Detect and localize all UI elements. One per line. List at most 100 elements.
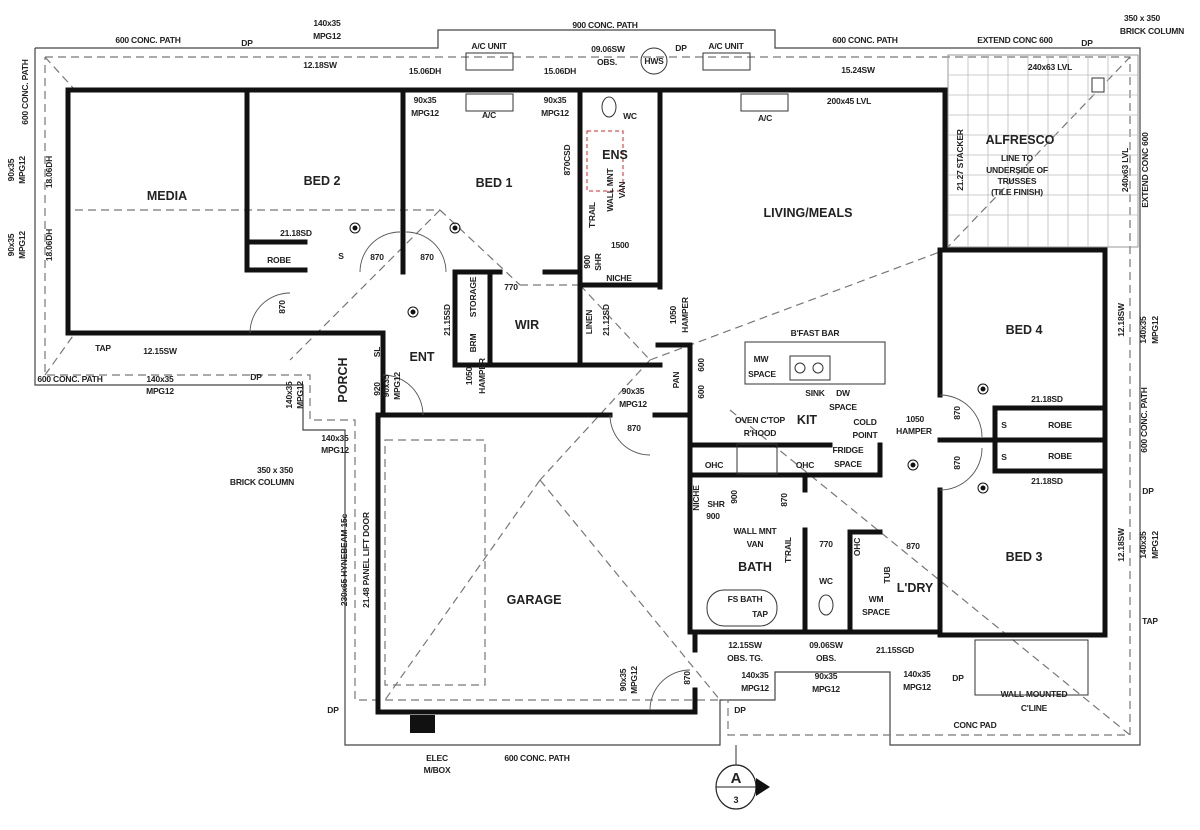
room-ens: ENS [602,148,628,162]
room-ent: ENT [410,350,435,364]
meter-box-icon [410,715,435,733]
note: EXTEND CONC 600 [1140,132,1150,208]
note: VAN [747,539,764,549]
note: OHC [705,460,723,470]
note: 870 [420,252,434,262]
note: WALL MNT [733,526,777,536]
note: ROBE [1048,451,1072,461]
room-living-meals: LIVING/MEALS [764,206,853,220]
note: 90x35 [815,671,838,681]
note: T'RAIL [587,202,597,228]
note: VAN [617,182,627,199]
note: 140x35 [1138,531,1148,559]
note: OBS. TG. [727,653,763,663]
note: HAMPER [680,297,690,333]
note: 140x35 [313,18,341,28]
walls [65,87,1108,715]
note: MPG12 [1150,531,1160,559]
note: 21.27 STACKER [955,129,965,191]
note: MPG12 [146,386,174,396]
note: 900 CONC. PATH [572,20,637,30]
note: DP [250,372,262,382]
note: DP [675,43,687,53]
room-porch: PORCH [336,357,350,402]
note: 1050 [668,305,678,324]
note: WC [819,576,833,586]
note: 15.06DH [409,66,441,76]
note: PAN [671,372,681,389]
note: MPG12 [1150,316,1160,344]
note: OVEN C'TOP [735,415,785,425]
note: 18.06DH [44,229,54,261]
note: A/C UNIT [708,41,744,51]
note: 870 [682,671,692,685]
note: 870 [952,456,962,470]
ensuite-vanity-highlight [586,130,624,192]
note: 21.15SGD [876,645,914,655]
note: MPG12 [619,399,647,409]
ac-unit-icon [465,52,514,71]
note: C'LINE [1021,703,1048,713]
note: 200x45 LVL [827,96,871,106]
note: TAP [752,609,768,619]
note: 600 [696,385,706,399]
wc-icon [818,594,834,616]
note: 600 CONC. PATH [1139,387,1149,452]
note: MPG12 [541,108,569,118]
note: TAP [1142,616,1158,626]
note: 21.18SD [280,228,312,238]
section-arrow-icon [756,778,770,796]
breakfast-bar [744,341,886,385]
room-laundry: L'DRY [897,581,934,595]
note: NICHE [691,485,701,511]
note: 870 [779,493,789,507]
note: DW [836,388,851,398]
annotations: 600 CONC. PATH DP 140x35 MPG12 900 CONC.… [6,13,1184,775]
note: 12.18SW [303,60,338,70]
note: 1050 [464,366,474,385]
note: MPG12 [321,445,349,455]
note: MPG12 [392,372,402,400]
note: LINEN [584,310,594,335]
note: MPG12 [295,381,305,409]
path-boundary [34,29,1141,746]
note: 600 CONC. PATH [37,374,102,384]
note: MPG12 [17,231,27,259]
note: MPG12 [741,683,769,693]
note: 09.06SW [809,640,844,650]
note: HAMPER [896,426,932,436]
note: 600 CONC. PATH [115,35,180,45]
note: 350 x 350 [257,465,293,475]
note: 12.18SW [1116,302,1126,337]
cooktop-icon [736,443,778,475]
note: 140x35 [321,433,349,443]
note: EXTEND CONC 600 [977,35,1053,45]
note: MPG12 [812,684,840,694]
note: SPACE [748,369,776,379]
note: 140x35 [146,374,174,384]
room-wir: WIR [515,318,539,332]
room-bath: BATH [738,560,772,574]
note: BRICK COLUMN [230,477,294,487]
bath-icon [706,589,778,627]
note: DP [952,673,964,683]
eave-line [44,56,1131,736]
note: 920 [372,382,382,396]
note: ROBE [1048,420,1072,430]
ac-head-icon [465,93,514,112]
room-bed2: BED 2 [304,174,341,188]
room-alfresco: ALFRESCO [986,133,1055,147]
note: 90x35 [6,233,16,256]
note: TAP [95,343,111,353]
note: 140x35 [903,669,931,679]
note: BRICK COLUMN [1120,26,1184,36]
note: 770 [504,282,518,292]
note: COLD [853,417,876,427]
section-letter: A [731,770,742,787]
note: R'HOOD [744,428,777,438]
note: MW [754,354,770,364]
note: OHC [852,538,862,556]
note: 870 [952,406,962,420]
light-fittings [349,222,989,494]
